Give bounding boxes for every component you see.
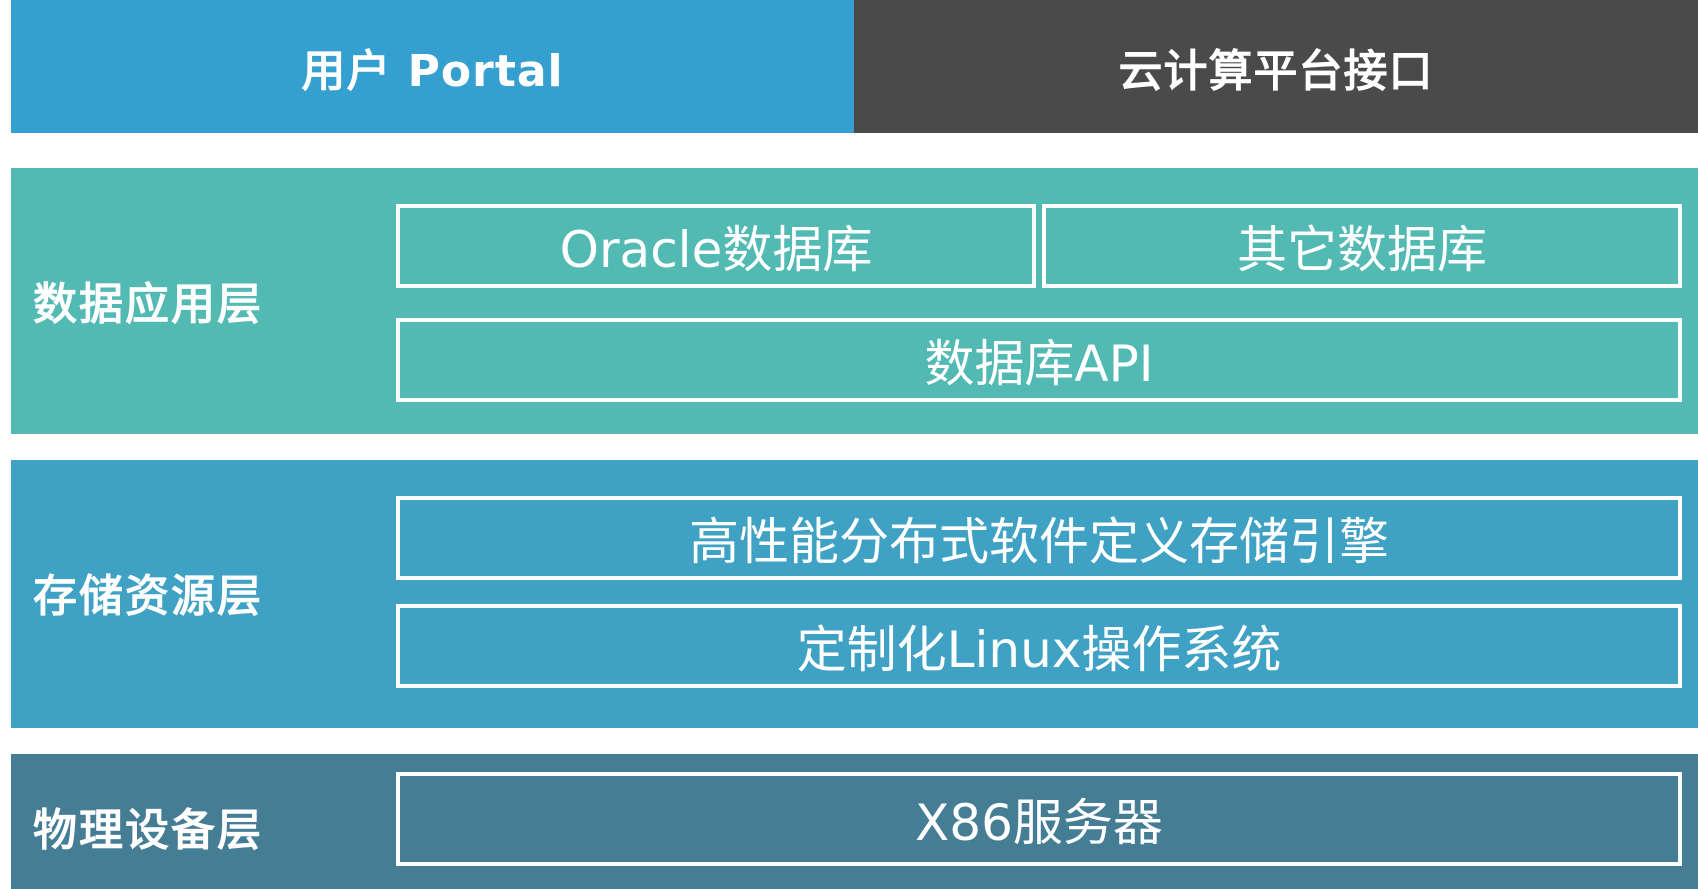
- cloud-platform-interface-block: 云计算平台接口: [854, 0, 1698, 133]
- storage-resource-layer: 存储资源层 高性能分布式软件定义存储引擎 定制化Linux操作系统: [11, 460, 1698, 728]
- data-application-layer: 数据应用层 Oracle数据库 其它数据库 数据库API: [11, 168, 1698, 434]
- custom-linux-os-label: 定制化Linux操作系统: [796, 621, 1282, 679]
- storage-resource-layer-label: 存储资源层: [33, 571, 263, 622]
- physical-device-layer: 物理设备层 X86服务器: [11, 754, 1698, 889]
- other-database-box: 其它数据库: [1042, 204, 1682, 288]
- oracle-database-label: Oracle数据库: [559, 221, 873, 279]
- other-database-label: 其它数据库: [1237, 221, 1487, 279]
- oracle-database-box: Oracle数据库: [396, 204, 1036, 288]
- user-portal-label: 用户 Portal: [301, 45, 564, 97]
- database-api-label: 数据库API: [924, 335, 1154, 393]
- x86-server-box: X86服务器: [396, 772, 1682, 866]
- cloud-platform-interface-label: 云计算平台接口: [1118, 45, 1434, 97]
- sds-engine-label: 高性能分布式软件定义存储引擎: [689, 513, 1389, 571]
- database-api-box: 数据库API: [396, 318, 1682, 402]
- physical-device-layer-label: 物理设备层: [33, 805, 263, 856]
- sds-engine-box: 高性能分布式软件定义存储引擎: [396, 496, 1682, 580]
- user-portal-block: 用户 Portal: [11, 0, 854, 133]
- custom-linux-os-box: 定制化Linux操作系统: [396, 604, 1682, 688]
- x86-server-label: X86服务器: [915, 794, 1163, 852]
- data-application-layer-label: 数据应用层: [33, 279, 263, 330]
